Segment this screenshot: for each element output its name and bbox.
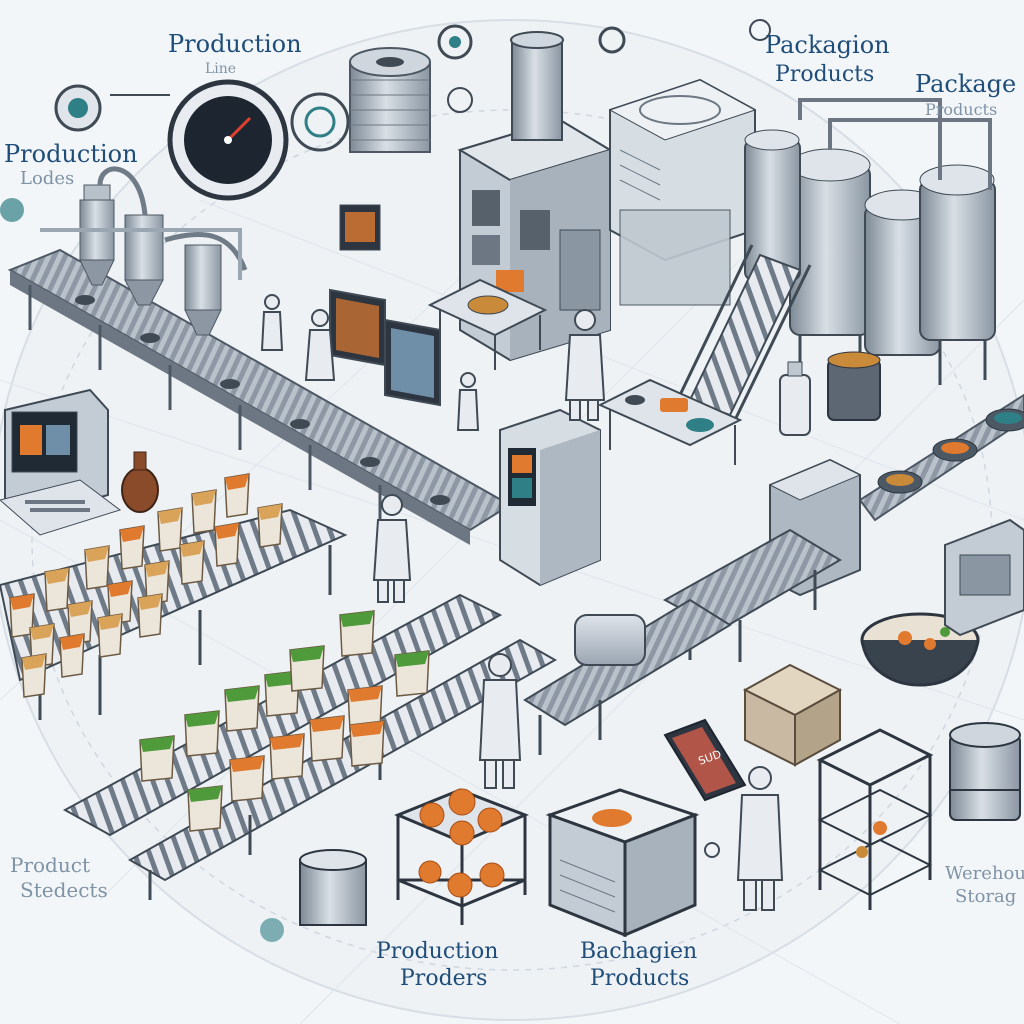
label-product-left-sub: Stedects	[20, 878, 108, 902]
bottle-object	[779, 361, 811, 436]
label-package-right-sub: Products	[925, 100, 998, 119]
pouch-top	[140, 736, 174, 752]
pouch-top	[45, 568, 69, 584]
label-packaging-bottom: Bachagien	[580, 939, 698, 964]
pouch-top	[270, 734, 304, 750]
gear-icon	[54, 84, 102, 132]
storage-silos	[744, 98, 996, 385]
storage-rack	[816, 728, 934, 910]
pouch-top	[145, 561, 169, 577]
cog-icon	[437, 24, 473, 113]
pouch-top	[30, 624, 54, 640]
pouch-top	[225, 686, 259, 702]
pouch-top	[185, 711, 219, 727]
production-line-conveyor	[7, 248, 512, 545]
packaging-machine-right	[944, 518, 1024, 637]
label-product-left: Product	[10, 853, 90, 877]
storage-drum	[949, 722, 1021, 821]
chiller-box	[545, 788, 700, 938]
label-production-bottom: Production	[376, 939, 499, 964]
fruit-cart	[394, 788, 529, 925]
pouch-top	[395, 651, 429, 667]
pouch-top	[290, 646, 324, 662]
label-packaging-top-sub: Products	[775, 62, 875, 87]
pouch-top	[10, 594, 34, 610]
pouch-top	[138, 594, 162, 610]
work-table-mid	[597, 378, 743, 465]
container-brown	[121, 451, 159, 513]
label-packaging-top: Packagion	[765, 31, 890, 59]
vegetable-pouches	[139, 610, 430, 832]
control-kiosk	[499, 408, 601, 587]
pouch-top	[68, 601, 92, 617]
pouch-top	[98, 614, 122, 630]
label-packaging-bottom-sub: Products	[590, 966, 690, 991]
pouch-top	[192, 490, 216, 506]
worker-figures	[260, 294, 784, 911]
pouch-top	[348, 686, 382, 702]
label-warehouse-sub: Storag	[955, 886, 1017, 907]
pouch-top	[22, 654, 46, 670]
gauge-icon	[167, 79, 289, 201]
monitor-screens	[329, 204, 441, 407]
pouch-top	[108, 581, 132, 597]
pouch-top	[340, 611, 374, 627]
waste-bin	[299, 849, 367, 926]
label-package-right: Package	[915, 70, 1017, 98]
right-conveyor	[858, 393, 1024, 522]
handheld-tablet: SUD	[663, 718, 747, 802]
tunnel-oven	[662, 458, 862, 662]
label-production-top: Production	[168, 30, 302, 58]
work-table-top	[427, 278, 548, 370]
pouch-top	[60, 634, 84, 650]
pouch-top	[85, 546, 109, 562]
air-handling-unit	[608, 78, 757, 306]
label-production-bottom-sub: Proders	[400, 966, 488, 991]
pouch-group-left	[9, 473, 283, 698]
packaging-conveyor	[523, 598, 732, 755]
pouch-top	[225, 474, 249, 490]
hopper-machines	[40, 166, 248, 336]
pouch-top	[188, 786, 222, 802]
pouch-top	[120, 526, 144, 542]
pouch-top	[310, 716, 344, 732]
label-production-left-sub: Lodes	[20, 168, 75, 189]
pouch-top	[158, 508, 182, 524]
pouch-top	[180, 541, 204, 557]
cardboard-box	[742, 663, 843, 767]
tin-stack	[827, 351, 881, 421]
pouch-top	[258, 504, 282, 520]
target-icon	[290, 92, 350, 152]
computer-terminal	[0, 388, 122, 536]
pouch-top	[350, 721, 384, 737]
pouch-top	[230, 756, 264, 772]
pouch-top	[215, 523, 239, 539]
label-production-top-sub: Line	[205, 61, 237, 77]
label-warehouse: Werehou	[945, 863, 1024, 884]
settings-icon	[0, 19, 771, 942]
label-production-left: Production	[4, 140, 138, 168]
coil-cylinder	[349, 47, 431, 153]
